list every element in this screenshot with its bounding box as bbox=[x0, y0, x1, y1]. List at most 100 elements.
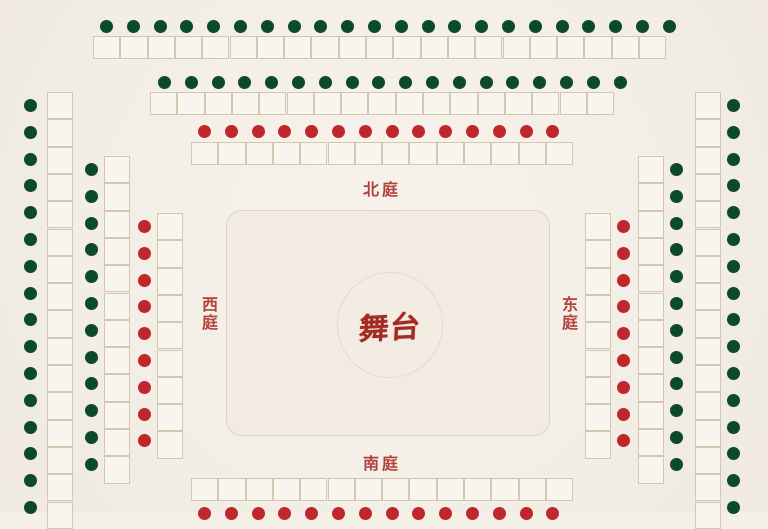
table-cell[interactable] bbox=[104, 292, 130, 320]
red-seat-dot[interactable] bbox=[412, 507, 426, 520]
green-seat-dot[interactable] bbox=[670, 431, 683, 444]
table-cell[interactable] bbox=[695, 92, 721, 120]
table-cell[interactable] bbox=[157, 322, 183, 350]
green-seat-dot[interactable] bbox=[24, 474, 37, 488]
green-seat-dot[interactable] bbox=[586, 76, 600, 89]
table-cell[interactable] bbox=[545, 142, 574, 165]
red-seat-dot[interactable] bbox=[492, 125, 506, 138]
green-seat-dot[interactable] bbox=[24, 259, 37, 273]
table-cell[interactable] bbox=[695, 392, 721, 420]
table-cell[interactable] bbox=[191, 478, 219, 501]
table-cell[interactable] bbox=[286, 92, 314, 115]
green-seat-dot[interactable] bbox=[345, 76, 359, 89]
green-seat-dot[interactable] bbox=[24, 420, 37, 434]
green-seat-dot[interactable] bbox=[448, 20, 462, 33]
red-seat-dot[interactable] bbox=[617, 380, 630, 394]
red-seat-dot[interactable] bbox=[617, 246, 630, 260]
red-seat-dot[interactable] bbox=[305, 125, 319, 138]
green-seat-dot[interactable] bbox=[287, 20, 301, 33]
table-cell[interactable] bbox=[638, 237, 664, 266]
table-cell[interactable] bbox=[47, 501, 73, 529]
table-cell[interactable] bbox=[585, 349, 611, 377]
table-cell[interactable] bbox=[584, 36, 612, 59]
table-cell[interactable] bbox=[256, 36, 285, 59]
green-seat-dot[interactable] bbox=[636, 20, 649, 33]
red-seat-dot[interactable] bbox=[519, 507, 533, 520]
table-cell[interactable] bbox=[338, 36, 366, 59]
green-seat-dot[interactable] bbox=[341, 20, 355, 33]
table-cell[interactable] bbox=[477, 92, 505, 115]
green-seat-dot[interactable] bbox=[126, 20, 140, 33]
table-cell[interactable] bbox=[557, 36, 585, 59]
table-cell[interactable] bbox=[368, 92, 396, 115]
green-seat-dot[interactable] bbox=[727, 125, 740, 139]
table-cell[interactable] bbox=[120, 36, 148, 59]
table-cell[interactable] bbox=[695, 419, 721, 447]
table-cell[interactable] bbox=[104, 401, 130, 429]
green-seat-dot[interactable] bbox=[394, 20, 408, 33]
green-seat-dot[interactable] bbox=[372, 76, 386, 89]
table-cell[interactable] bbox=[327, 142, 355, 165]
green-seat-dot[interactable] bbox=[24, 367, 37, 380]
green-seat-dot[interactable] bbox=[265, 76, 279, 89]
table-cell[interactable] bbox=[695, 337, 721, 365]
green-seat-dot[interactable] bbox=[727, 259, 740, 273]
table-cell[interactable] bbox=[47, 446, 73, 475]
green-seat-dot[interactable] bbox=[727, 179, 740, 193]
table-cell[interactable] bbox=[586, 92, 615, 115]
table-cell[interactable] bbox=[585, 294, 611, 323]
table-cell[interactable] bbox=[104, 265, 130, 293]
green-seat-dot[interactable] bbox=[100, 20, 113, 33]
red-seat-dot[interactable] bbox=[617, 434, 630, 448]
green-seat-dot[interactable] bbox=[528, 20, 542, 33]
green-seat-dot[interactable] bbox=[85, 350, 98, 364]
green-seat-dot[interactable] bbox=[670, 404, 683, 418]
green-seat-dot[interactable] bbox=[180, 20, 194, 33]
red-seat-dot[interactable] bbox=[492, 507, 506, 520]
table-cell[interactable] bbox=[47, 255, 73, 284]
red-seat-dot[interactable] bbox=[278, 125, 292, 138]
red-seat-dot[interactable] bbox=[358, 125, 372, 138]
table-cell[interactable] bbox=[47, 392, 73, 420]
table-cell[interactable] bbox=[259, 92, 287, 115]
table-cell[interactable] bbox=[157, 376, 183, 405]
red-seat-dot[interactable] bbox=[412, 125, 426, 138]
table-cell[interactable] bbox=[47, 365, 73, 393]
red-seat-dot[interactable] bbox=[138, 354, 151, 367]
red-seat-dot[interactable] bbox=[138, 407, 151, 421]
red-seat-dot[interactable] bbox=[617, 273, 630, 287]
green-seat-dot[interactable] bbox=[727, 99, 740, 112]
table-cell[interactable] bbox=[104, 210, 130, 238]
red-seat-dot[interactable] bbox=[138, 246, 151, 260]
red-seat-dot[interactable] bbox=[332, 125, 345, 138]
table-cell[interactable] bbox=[93, 36, 121, 59]
red-seat-dot[interactable] bbox=[224, 125, 238, 138]
green-seat-dot[interactable] bbox=[670, 377, 683, 391]
table-cell[interactable] bbox=[202, 36, 230, 59]
table-cell[interactable] bbox=[436, 478, 464, 501]
table-cell[interactable] bbox=[147, 36, 175, 59]
red-seat-dot[interactable] bbox=[251, 125, 265, 138]
table-cell[interactable] bbox=[695, 201, 721, 229]
green-seat-dot[interactable] bbox=[560, 76, 573, 89]
green-seat-dot[interactable] bbox=[24, 447, 37, 461]
green-seat-dot[interactable] bbox=[24, 99, 37, 112]
green-seat-dot[interactable] bbox=[314, 20, 328, 33]
table-cell[interactable] bbox=[409, 142, 437, 165]
green-seat-dot[interactable] bbox=[85, 243, 98, 257]
green-seat-dot[interactable] bbox=[670, 297, 683, 310]
green-seat-dot[interactable] bbox=[613, 76, 627, 89]
red-seat-dot[interactable] bbox=[138, 380, 151, 394]
table-cell[interactable] bbox=[300, 142, 328, 165]
table-cell[interactable] bbox=[354, 478, 383, 501]
table-cell[interactable] bbox=[104, 456, 130, 484]
green-seat-dot[interactable] bbox=[727, 206, 740, 220]
green-seat-dot[interactable] bbox=[452, 76, 466, 89]
table-cell[interactable] bbox=[395, 92, 423, 115]
table-cell[interactable] bbox=[638, 429, 664, 457]
table-cell[interactable] bbox=[104, 374, 130, 402]
table-cell[interactable] bbox=[104, 319, 130, 348]
green-seat-dot[interactable] bbox=[24, 206, 37, 220]
red-seat-dot[interactable] bbox=[617, 407, 630, 421]
green-seat-dot[interactable] bbox=[85, 323, 98, 337]
